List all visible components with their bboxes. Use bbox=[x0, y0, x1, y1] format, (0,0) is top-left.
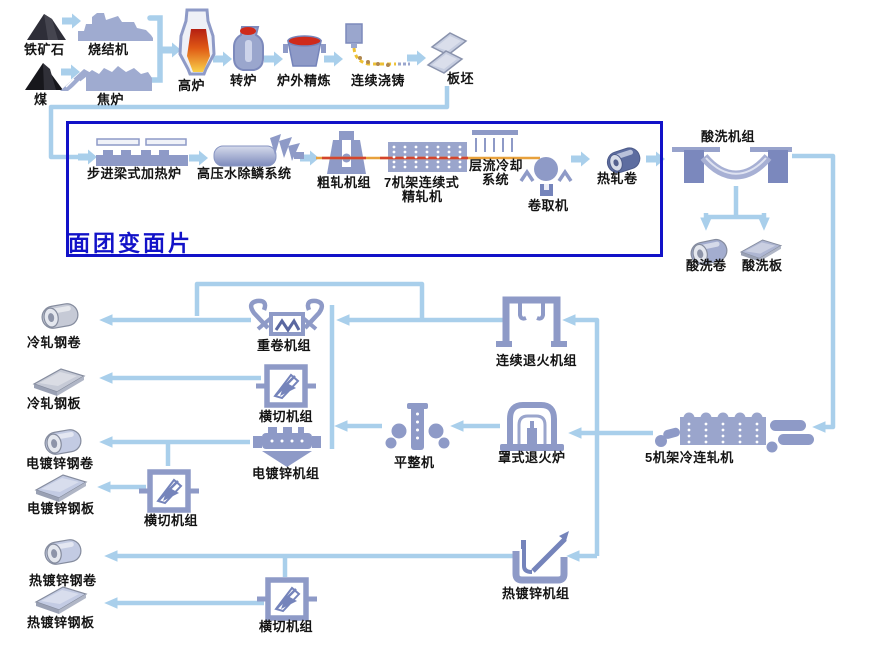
label-walking-beam-furnace: 步进梁式加热炉 bbox=[87, 166, 182, 181]
cr-coil-icon bbox=[39, 301, 81, 331]
ladle-refining-icon bbox=[283, 35, 326, 67]
cross-cut-icon-3 bbox=[257, 580, 317, 618]
label-hdg-sheet: 热镀锌钢板 bbox=[27, 615, 95, 630]
cross-cut-icon-2 bbox=[139, 472, 199, 510]
arrow-hotcoil-pickling bbox=[646, 151, 665, 167]
label-iron-ore: 铁矿石 bbox=[24, 42, 65, 57]
connectors bbox=[48, 86, 836, 609]
arrow-feed-walkingbeam bbox=[78, 149, 97, 165]
arrow-ore-sinter bbox=[62, 13, 81, 29]
arrow-coiler-hotcoil bbox=[571, 151, 590, 167]
overlay-caption: 面团变面片 bbox=[68, 231, 194, 256]
label-converter: 转炉 bbox=[230, 73, 258, 88]
label-cold-mill: 5机架冷连轧机 bbox=[645, 450, 734, 465]
cold-mill-icon bbox=[655, 412, 814, 453]
hdg-line-icon bbox=[512, 531, 569, 584]
label-eg-coil: 电镀锌钢卷 bbox=[26, 456, 94, 471]
merge-bracket bbox=[147, 15, 163, 83]
arrow-descaler-rough bbox=[300, 150, 319, 166]
laminar-cooling-icon bbox=[472, 130, 518, 152]
arrow-bf-converter bbox=[213, 51, 232, 67]
label-finish-mill-line1: 7机架连续式 bbox=[384, 175, 460, 190]
label-pickling: 酸洗机组 bbox=[701, 129, 756, 144]
label-temper-mill: 平整机 bbox=[394, 455, 435, 470]
label-coal: 煤 bbox=[34, 92, 48, 107]
label-cross-cut-1: 横切机组 bbox=[259, 409, 314, 424]
connector-slab-return bbox=[48, 86, 450, 160]
label-cross-cut-2: 横切机组 bbox=[144, 513, 199, 528]
coal-pile-icon bbox=[25, 63, 63, 90]
arrow-converter-ladle bbox=[264, 51, 283, 67]
label-sinter: 烧结机 bbox=[88, 42, 129, 57]
connector-bus-right bbox=[562, 314, 600, 556]
label-hdg-coil: 热镀锌钢卷 bbox=[29, 573, 97, 588]
egl-line-icon bbox=[253, 427, 321, 467]
label-pickled-sheet: 酸洗板 bbox=[742, 258, 783, 273]
coke-oven-icon bbox=[60, 66, 152, 92]
connector-pickling-to-coldmill bbox=[792, 153, 836, 433]
label-bell-furnace: 罩式退火炉 bbox=[498, 450, 566, 465]
blast-furnace-icon bbox=[178, 8, 216, 76]
sinter-plant-icon bbox=[78, 13, 153, 41]
slab-icon bbox=[426, 32, 468, 74]
pickling-line-icon bbox=[672, 147, 792, 183]
arrow-caster-slab bbox=[407, 50, 426, 66]
hdg-sheet-icon bbox=[35, 586, 87, 615]
label-coiler: 卷取机 bbox=[528, 198, 569, 213]
label-casting: 连续浇铸 bbox=[351, 73, 406, 88]
label-ladle-refining: 炉外精炼 bbox=[277, 73, 332, 88]
descaler-icon bbox=[213, 134, 304, 167]
label-descaling: 高压水除鳞系统 bbox=[197, 166, 292, 181]
label-cal: 连续退火机组 bbox=[496, 353, 578, 368]
hot-coil-icon bbox=[606, 147, 641, 174]
iron-ore-icon bbox=[27, 14, 66, 40]
label-rough-mill: 粗轧机组 bbox=[317, 175, 372, 190]
rough-mill-icon bbox=[327, 131, 366, 174]
arrow-wb-descaler bbox=[189, 150, 208, 166]
rewinder-icon bbox=[248, 298, 325, 336]
cr-sheet-icon bbox=[33, 368, 85, 397]
cross-cut-icon-1 bbox=[256, 367, 316, 405]
label-laminar-cooling-line1: 层流冷却 bbox=[469, 158, 524, 173]
finishing-mill-stands bbox=[392, 145, 462, 169]
label-hdg: 热镀锌机组 bbox=[502, 586, 570, 601]
converter-icon bbox=[233, 26, 264, 71]
eg-coil-icon bbox=[42, 427, 84, 457]
connector-cal-bypass bbox=[194, 281, 425, 318]
label-coke-oven: 焦炉 bbox=[97, 92, 125, 107]
arrow-to-blastfurnace bbox=[162, 42, 181, 58]
label-cr-sheet: 冷轧钢板 bbox=[27, 396, 82, 411]
label-hot-coil: 热轧卷 bbox=[597, 171, 638, 186]
label-pickled-coil: 酸洗卷 bbox=[686, 258, 727, 273]
temper-mill-icon bbox=[385, 403, 450, 450]
coiler-icon bbox=[519, 157, 573, 196]
walking-beam-furnace-icon bbox=[96, 138, 188, 166]
label-cross-cut-3: 横切机组 bbox=[259, 619, 314, 634]
cal-icon bbox=[496, 296, 567, 347]
label-eg-sheet: 电镀锌钢板 bbox=[27, 501, 95, 516]
eg-sheet-icon bbox=[35, 474, 87, 503]
arrow-coal-coke bbox=[61, 64, 80, 80]
label-egl: 电镀锌机组 bbox=[252, 466, 320, 481]
arrow-ladle-caster bbox=[324, 51, 343, 67]
bell-furnace-icon bbox=[500, 402, 564, 451]
label-cr-coil: 冷轧钢卷 bbox=[27, 335, 82, 350]
label-finish-mill-line2: 精轧机 bbox=[402, 189, 443, 204]
caster-icon bbox=[345, 23, 410, 67]
label-blast-furnace: 高炉 bbox=[178, 78, 206, 93]
label-laminar-cooling-line2: 系统 bbox=[482, 172, 510, 187]
label-rewinder: 重卷机组 bbox=[257, 338, 312, 353]
hdg-coil-icon bbox=[42, 537, 84, 567]
label-slab: 板坯 bbox=[447, 71, 475, 86]
